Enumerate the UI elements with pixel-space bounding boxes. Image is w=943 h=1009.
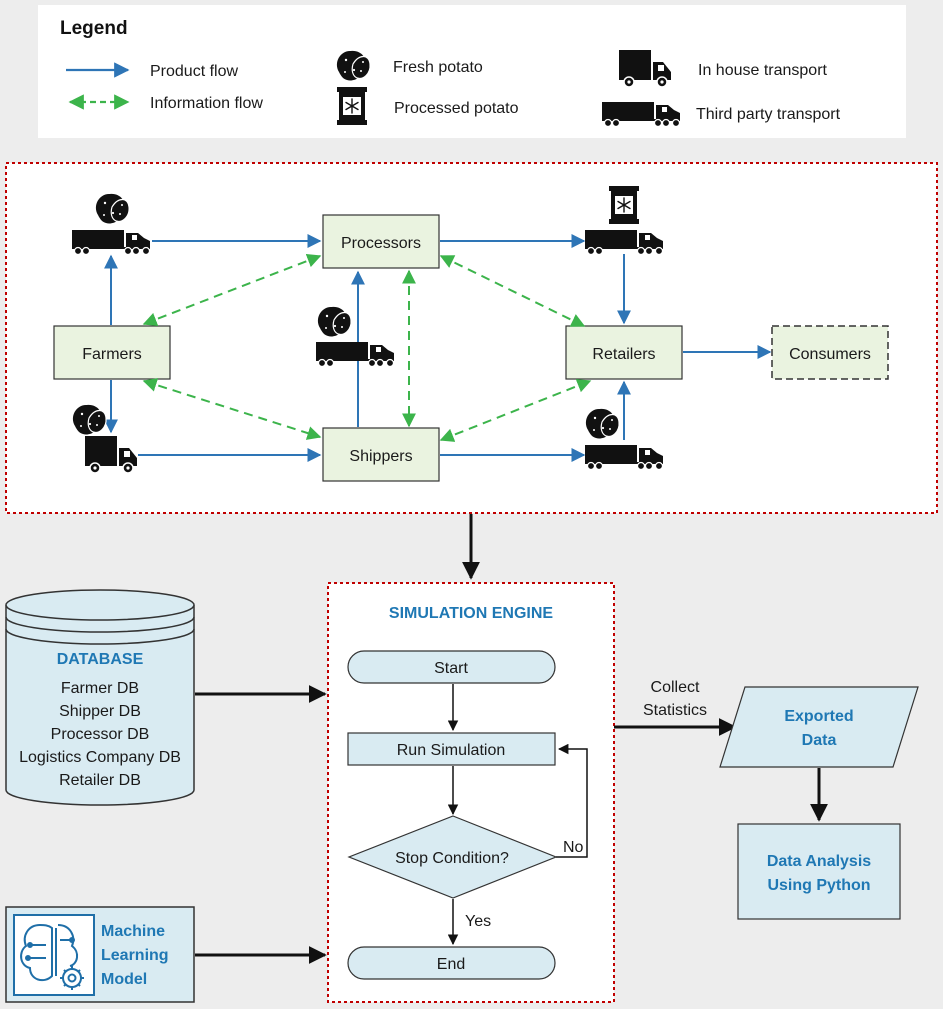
shippers-label: Shippers bbox=[349, 448, 412, 465]
simulation-engine-panel: SIMULATION ENGINE Start Run Simulation S… bbox=[327, 582, 615, 1003]
collect-statistics-line: Statistics bbox=[643, 702, 707, 719]
frozen-bag-icon bbox=[336, 86, 368, 126]
retailers-label: Retailers bbox=[592, 346, 655, 363]
ml-model-line: Model bbox=[101, 971, 147, 988]
legend-processed-potato-label: Processed potato bbox=[394, 100, 519, 117]
engine-title: SIMULATION ENGINE bbox=[389, 605, 553, 622]
processors-label: Processors bbox=[341, 235, 421, 252]
end-terminal: End bbox=[347, 946, 556, 980]
database-cylinder: DATABASE Farmer DB Shipper DB Processor … bbox=[5, 589, 195, 806]
run-simulation-process: Run Simulation bbox=[347, 732, 556, 766]
database-title: DATABASE bbox=[57, 651, 144, 668]
farmers-node: Farmers bbox=[53, 325, 171, 380]
legend-in-house-transport-label: In house transport bbox=[698, 62, 828, 79]
stop-condition-decision: Stop Condition? bbox=[347, 815, 558, 899]
data-analysis-node: Data Analysis Using Python bbox=[737, 823, 901, 920]
start-terminal: Start bbox=[347, 650, 556, 684]
data-analysis-line: Data Analysis bbox=[767, 853, 871, 870]
ml-model-line: Machine bbox=[101, 923, 165, 940]
ml-model-box: Machine Learning Model bbox=[5, 906, 195, 1003]
data-analysis-line: Using Python bbox=[767, 877, 870, 894]
collect-statistics-line: Collect bbox=[651, 679, 700, 696]
farmers-label: Farmers bbox=[82, 346, 142, 363]
legend-fresh-potato-label: Fresh potato bbox=[393, 59, 483, 76]
legend-title: Legend bbox=[60, 18, 128, 39]
consumers-node: Consumers bbox=[771, 325, 889, 380]
database-item: Logistics Company DB bbox=[19, 749, 181, 766]
legend-third-party-transport-label: Third party transport bbox=[696, 106, 841, 123]
brain-circuit-icon bbox=[13, 914, 95, 996]
yes-label: Yes bbox=[465, 913, 491, 930]
database-item: Retailer DB bbox=[59, 772, 141, 789]
no-loop-arrow bbox=[556, 743, 588, 858]
processors-node: Processors bbox=[322, 214, 440, 269]
database-item: Processor DB bbox=[51, 726, 150, 743]
legend-product-flow-label: Product flow bbox=[150, 63, 238, 80]
run-simulation-label: Run Simulation bbox=[397, 742, 506, 759]
legend-information-flow-label: Information flow bbox=[150, 95, 263, 112]
information-flow-arrows bbox=[142, 254, 592, 442]
no-label: No bbox=[563, 839, 584, 856]
end-label: End bbox=[437, 956, 465, 973]
start-label: Start bbox=[434, 660, 468, 677]
stop-condition-label: Stop Condition? bbox=[395, 850, 509, 867]
exported-data-line: Data bbox=[802, 732, 837, 749]
exported-data-node: Exported Data bbox=[719, 686, 919, 768]
database-item: Farmer DB bbox=[61, 680, 139, 697]
shippers-node: Shippers bbox=[322, 427, 440, 482]
ml-model-line: Learning bbox=[101, 947, 169, 964]
retailers-node: Retailers bbox=[565, 325, 683, 380]
consumers-label: Consumers bbox=[789, 346, 871, 363]
supply-chain-panel: Processors Farmers Retailers Consumers S… bbox=[5, 162, 938, 514]
database-item: Shipper DB bbox=[59, 703, 141, 720]
legend-panel: Legend Product flow Information flow Fre… bbox=[38, 5, 906, 138]
frozen-bag-icon bbox=[608, 185, 640, 225]
exported-data-line: Exported bbox=[784, 708, 853, 725]
